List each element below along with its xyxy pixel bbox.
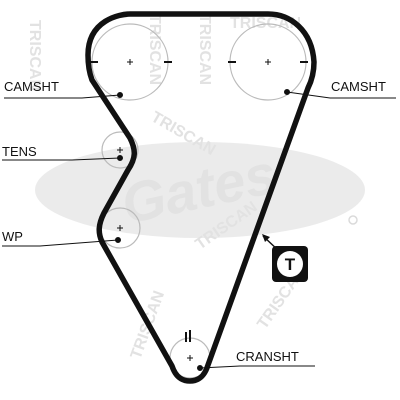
tension-badge-letter: T xyxy=(285,255,296,274)
tensioner-pulley xyxy=(101,131,139,169)
leader-dot xyxy=(117,92,123,98)
label-tensioner: TENS xyxy=(2,144,37,159)
label-camshaft-left: CAMSHT xyxy=(4,79,59,94)
watermark-row: TRISCAN xyxy=(146,14,163,85)
center-cross-icon xyxy=(187,355,193,361)
leader-camshaft-right xyxy=(286,91,396,99)
label-camshaft-right: CAMSHT xyxy=(331,79,386,94)
leader-dot xyxy=(284,89,290,95)
label-crankshaft: CRANSHT xyxy=(236,349,299,364)
label-water-pump: WP xyxy=(2,229,23,244)
leader-dot xyxy=(117,155,123,161)
registered-mark-icon xyxy=(348,215,358,225)
watermark-row: TRISCAN xyxy=(196,14,213,85)
timing-belt xyxy=(85,11,317,384)
leader-crankshaft xyxy=(199,365,315,369)
leader-water-pump xyxy=(2,239,119,247)
watermark-row: TRISCAN xyxy=(26,20,43,91)
leader-dot xyxy=(197,365,203,371)
tension-indicator: T xyxy=(262,234,308,282)
gates-watermark: Gates xyxy=(35,142,365,238)
center-cross-icon xyxy=(265,59,271,65)
timing-marks xyxy=(90,61,308,342)
leader-camshaft-left xyxy=(4,94,121,99)
leader-tensioner xyxy=(2,157,121,161)
pulley-centers xyxy=(117,59,271,361)
center-cross-icon xyxy=(127,59,133,65)
center-cross-icon xyxy=(117,147,123,153)
leader-lines xyxy=(2,89,396,371)
tension-arrow-icon xyxy=(262,234,270,242)
center-cross-icon xyxy=(117,225,123,231)
tension-badge-ring xyxy=(277,251,303,277)
leader-dot xyxy=(115,237,121,243)
